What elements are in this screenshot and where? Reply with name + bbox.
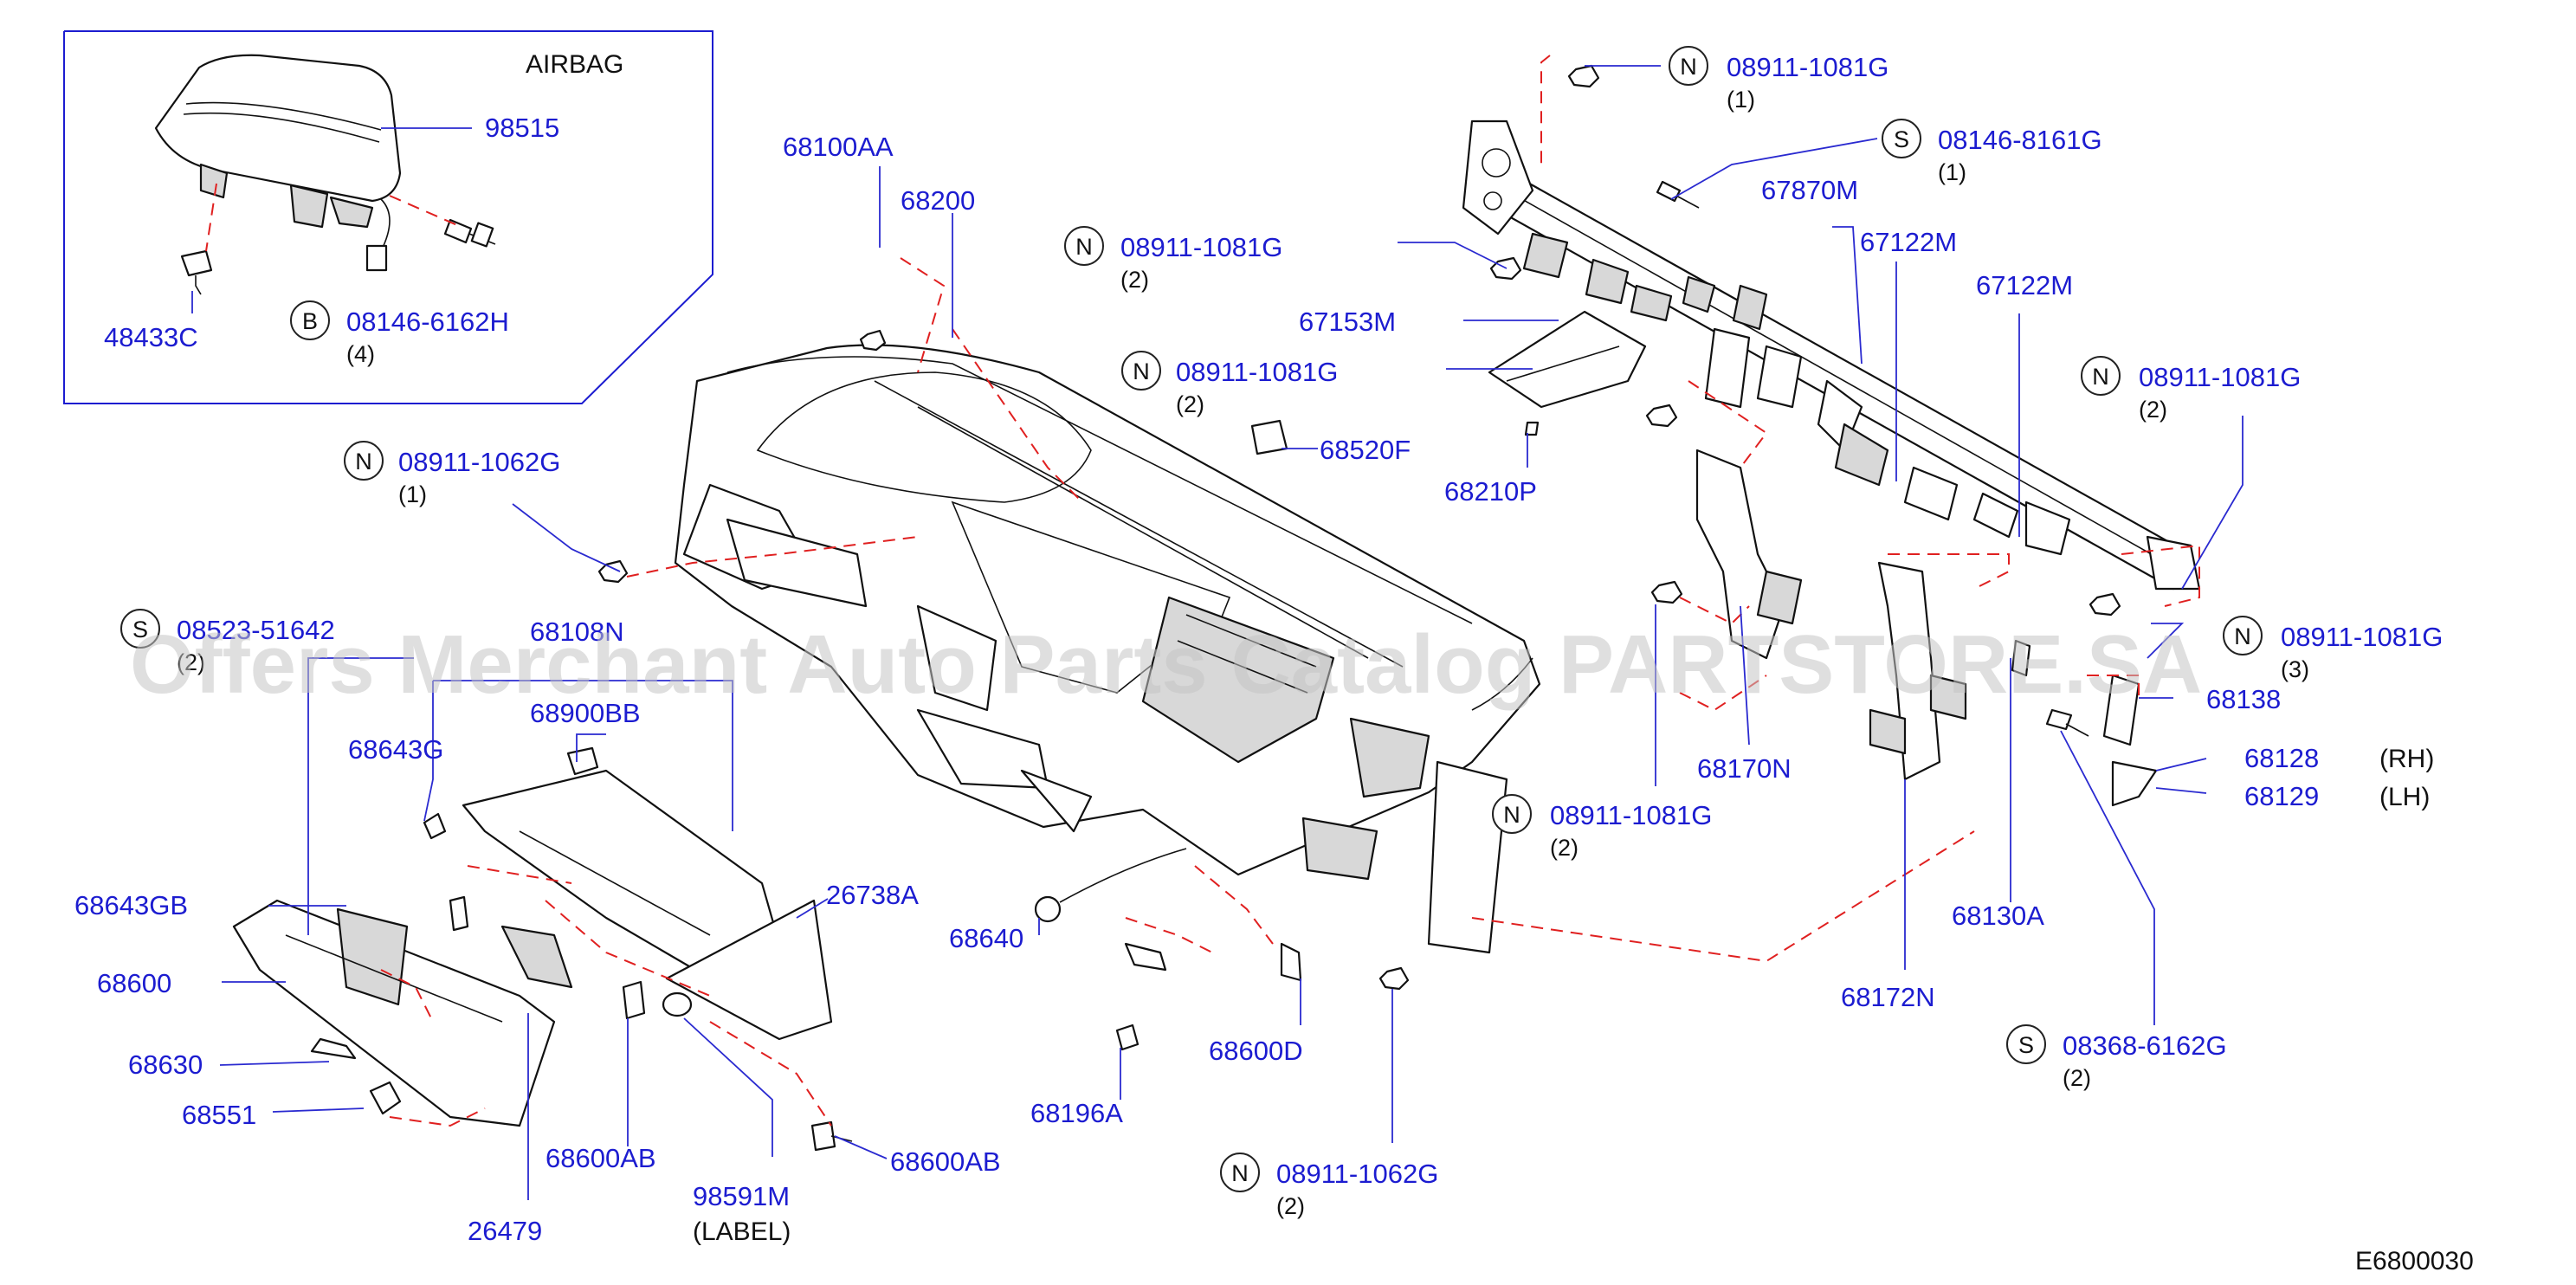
part-label[interactable]: 67122M bbox=[1976, 270, 2073, 300]
part-label[interactable]: 67870M bbox=[1761, 175, 1858, 205]
part-label[interactable]: 08911-1081G bbox=[1120, 232, 1282, 262]
quantity: (2) bbox=[177, 649, 205, 675]
svg-text:N: N bbox=[1503, 802, 1520, 828]
part-label[interactable]: 68172N bbox=[1841, 982, 1935, 1012]
part-label[interactable]: 26738A bbox=[826, 880, 919, 910]
fastener-type-badge bbox=[344, 441, 384, 481]
quantity: (2) bbox=[2063, 1065, 2091, 1091]
fastener-type-badge bbox=[2223, 616, 2263, 655]
part-label[interactable]: 68630 bbox=[128, 1049, 203, 1080]
instrument-panel-drawing bbox=[674, 344, 1541, 954]
svg-text:N: N bbox=[355, 449, 372, 475]
part-label[interactable]: 68196A bbox=[1030, 1098, 1123, 1128]
part-note: (LABEL) bbox=[693, 1217, 791, 1246]
quantity: (4) bbox=[346, 341, 375, 367]
steering-member-drawing bbox=[1250, 64, 2201, 807]
part-label[interactable]: 67122M bbox=[1860, 227, 1957, 257]
svg-text:N: N bbox=[1075, 234, 1093, 260]
quantity: (2) bbox=[1550, 835, 1579, 861]
part-label[interactable]: 68643G bbox=[348, 734, 443, 765]
part-note: (RH) bbox=[2379, 745, 2434, 773]
watermark: Offers Merchant Auto Parts Catalog PARTS… bbox=[130, 618, 2202, 711]
callouts: 98515 48433C B 08146-6162H (4) 68100AA 6… bbox=[74, 46, 2443, 1246]
part-label[interactable]: 98591M bbox=[693, 1181, 790, 1211]
part-label[interactable]: 08911-1081G bbox=[1727, 52, 1888, 82]
bolt-drawing bbox=[443, 218, 496, 248]
part-label[interactable]: 68128 bbox=[2244, 743, 2319, 773]
part-label[interactable]: 48433C bbox=[104, 322, 198, 352]
fastener-type-badge bbox=[1669, 46, 1708, 86]
part-note: (LH) bbox=[2379, 783, 2430, 811]
part-label[interactable]: 68520F bbox=[1320, 435, 1411, 465]
fastener-type-badge bbox=[1121, 351, 1161, 391]
part-label[interactable]: 08911-1062G bbox=[398, 447, 560, 477]
svg-text:S: S bbox=[1894, 126, 1909, 152]
leader-lines bbox=[191, 65, 2244, 1200]
fastener-type-badge bbox=[120, 609, 160, 649]
airbag-module-drawing bbox=[154, 54, 402, 272]
svg-text:N: N bbox=[2234, 623, 2251, 649]
part-label[interactable]: 68130A bbox=[1952, 901, 2044, 931]
quantity: (2) bbox=[1176, 391, 1204, 417]
fastener-type-badge bbox=[2081, 356, 2121, 396]
fastener-type-badge bbox=[1220, 1153, 1260, 1192]
quantity: (3) bbox=[2281, 656, 2309, 682]
part-label[interactable]: 68600D bbox=[1209, 1036, 1303, 1066]
quantity: (1) bbox=[1938, 159, 1966, 185]
part-label[interactable]: 08523-51642 bbox=[177, 615, 335, 645]
part-label[interactable]: 68100AA bbox=[783, 132, 894, 162]
part-label[interactable]: 26479 bbox=[468, 1216, 542, 1246]
svg-text:B: B bbox=[302, 308, 318, 334]
clip-drawing bbox=[180, 249, 213, 295]
svg-text:S: S bbox=[132, 617, 148, 642]
part-label[interactable]: 68600AB bbox=[890, 1146, 1001, 1177]
part-label[interactable]: 68210P bbox=[1444, 476, 1537, 507]
part-label[interactable]: 68600AB bbox=[546, 1143, 656, 1173]
quantity: (2) bbox=[1120, 267, 1149, 293]
part-label[interactable]: 68643GB bbox=[74, 890, 188, 920]
part-label[interactable]: 08911-1081G bbox=[2139, 362, 2301, 392]
part-label[interactable]: 68129 bbox=[2244, 781, 2319, 811]
svg-text:N: N bbox=[1231, 1160, 1249, 1186]
svg-text:N: N bbox=[2092, 364, 2109, 390]
quantity: (2) bbox=[2139, 397, 2167, 423]
part-label[interactable]: 67153M bbox=[1299, 307, 1396, 337]
part-label[interactable]: 08368-6162G bbox=[2063, 1030, 2227, 1061]
part-label[interactable]: 98515 bbox=[485, 113, 559, 143]
part-label[interactable]: 08911-1081G bbox=[1176, 357, 1338, 387]
airbag-inset: AIRBAG bbox=[63, 30, 713, 404]
airbag-title: AIRBAG bbox=[526, 50, 623, 79]
part-label[interactable]: 68108N bbox=[530, 617, 624, 647]
fastener-type-badge bbox=[1064, 226, 1104, 266]
fastener-type-badge bbox=[2006, 1024, 2046, 1064]
part-label[interactable]: 68138 bbox=[2206, 684, 2281, 714]
fastener-type-badge bbox=[1492, 794, 1532, 834]
fastener-type-badge bbox=[1882, 119, 1921, 158]
part-label[interactable]: 08146-6162H bbox=[346, 307, 509, 337]
part-label[interactable]: 68900BB bbox=[530, 698, 641, 728]
svg-text:N: N bbox=[1680, 54, 1697, 80]
quantity: (1) bbox=[398, 481, 427, 507]
part-label[interactable]: 68170N bbox=[1697, 753, 1792, 784]
part-label[interactable]: 68600 bbox=[97, 968, 171, 998]
part-label[interactable]: 68640 bbox=[949, 923, 1023, 953]
svg-text:N: N bbox=[1133, 358, 1150, 384]
fastener-type-badge bbox=[290, 300, 330, 340]
part-label[interactable]: 08911-1062G bbox=[1276, 1159, 1438, 1189]
glove-box-drawing bbox=[232, 329, 1410, 1152]
diagram-code: E6800030 bbox=[2355, 1247, 2474, 1275]
quantity: (2) bbox=[1276, 1193, 1305, 1219]
part-label[interactable]: 08911-1081G bbox=[1550, 800, 1712, 830]
part-label[interactable]: 68200 bbox=[901, 185, 975, 216]
svg-text:S: S bbox=[2018, 1032, 2034, 1058]
part-label[interactable]: 08911-1081G bbox=[2281, 622, 2443, 652]
part-label[interactable]: 08146-8161G bbox=[1938, 125, 2102, 155]
quantity: (1) bbox=[1727, 87, 1755, 113]
part-label[interactable]: 68551 bbox=[182, 1100, 256, 1130]
